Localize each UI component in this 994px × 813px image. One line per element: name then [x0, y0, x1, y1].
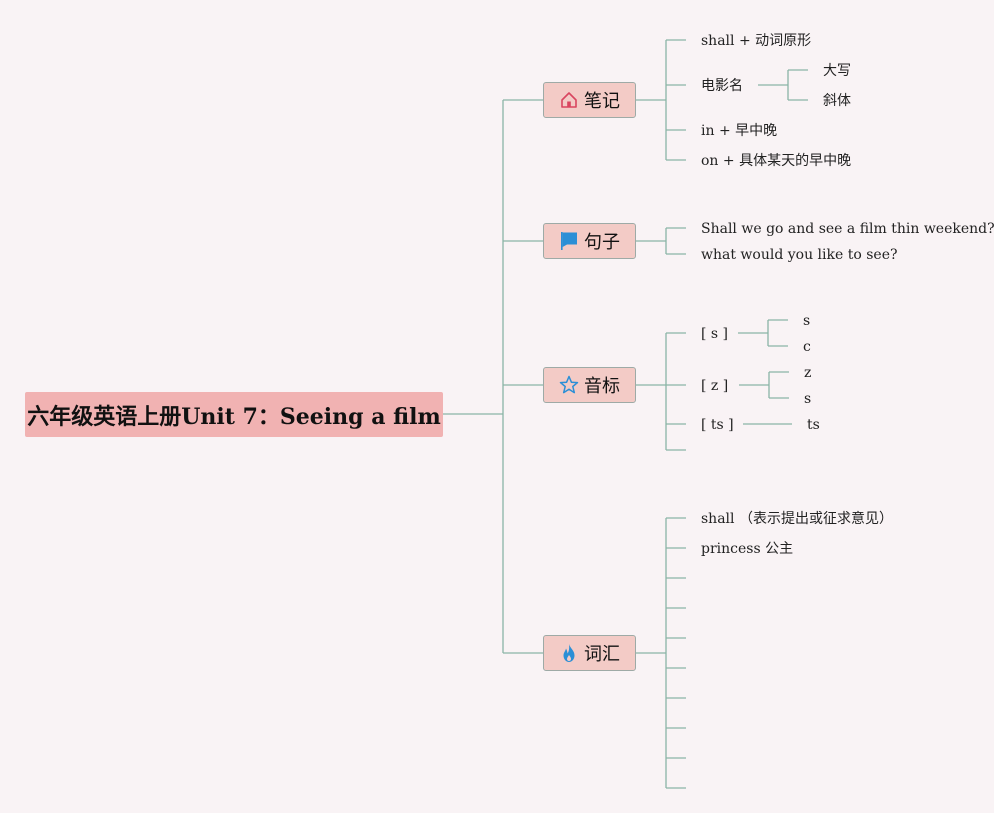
phonetic-s[interactable]: [ s ]	[701, 326, 729, 342]
note-on[interactable]: on + 具体某天的早中晚	[701, 153, 852, 169]
phonetic-z-letter-s[interactable]: s	[804, 391, 812, 407]
note-film-name-capitalize[interactable]: 大写	[823, 63, 851, 79]
branch-vocabulary-label: 词汇	[584, 644, 620, 665]
branch-phonetics[interactable]: 音标	[543, 367, 636, 403]
branch-phonetics-label: 音标	[584, 376, 620, 397]
note-shall[interactable]: shall + 动词原形	[701, 33, 812, 49]
fire-icon	[563, 644, 575, 662]
note-film-name-italic[interactable]: 斜体	[823, 93, 851, 109]
note-in[interactable]: in + 早中晚	[701, 123, 778, 139]
phonetic-z-letter-z[interactable]: z	[804, 365, 812, 381]
branch-vocabulary[interactable]: 词汇	[543, 635, 636, 671]
branch-notes[interactable]: 笔记	[543, 82, 636, 118]
flag-icon	[561, 232, 577, 250]
phonetic-s-letter-c[interactable]: c	[803, 339, 811, 355]
vocab-shall[interactable]: shall （表示提出或征求意见）	[701, 511, 893, 527]
vocab-princess[interactable]: princess 公主	[701, 541, 794, 557]
star-icon	[559, 375, 579, 394]
note-film-name[interactable]: 电影名	[701, 78, 743, 94]
root-title: 六年级英语上册Unit 7：Seeing a film	[27, 403, 441, 430]
root-topic[interactable]: 六年级英语上册Unit 7：Seeing a film	[25, 392, 443, 437]
branch-sentences-label: 句子	[584, 232, 620, 253]
branch-notes-label: 笔记	[584, 91, 620, 112]
phonetic-s-letter-s[interactable]: s	[803, 313, 811, 329]
home-icon	[561, 92, 577, 108]
sentence-shall-we[interactable]: Shall we go and see a film thin weekend?	[701, 221, 994, 237]
phonetic-ts-letters[interactable]: ts	[807, 417, 820, 433]
phonetic-z[interactable]: [ z ]	[701, 378, 729, 394]
sentence-what-would[interactable]: what would you like to see?	[701, 247, 898, 263]
branch-sentences[interactable]: 句子	[543, 223, 636, 259]
phonetic-ts[interactable]: [ ts ]	[701, 417, 734, 433]
